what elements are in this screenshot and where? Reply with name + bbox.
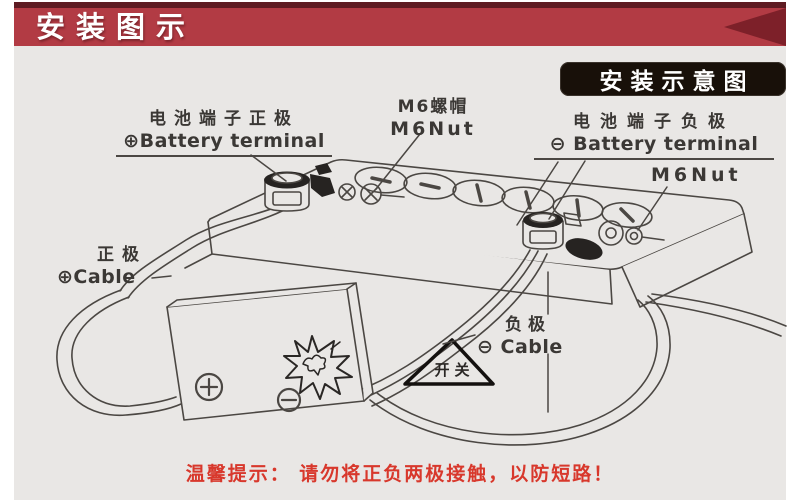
banner-top-stripe [14,2,786,8]
label-positive-cable: 正极 ⊕Cable [57,245,147,289]
warning-triangle [403,338,495,386]
battery-cell-caps [354,166,653,229]
label-negative-cable-en: ⊖ Cable [477,336,563,358]
leader-lines [151,133,668,413]
label-positive-terminal: 电池端子正极 ⊕Battery terminal [116,109,332,157]
label-negative-cable-cn: 负极 [505,315,551,335]
positive-cable [56,196,300,416]
junction-box [166,282,374,421]
label-negative-cable: 负极 ⊖ Cable [477,315,563,359]
label-negative-terminal-cn: 电池端子负极 [573,112,735,132]
label-positive-terminal-cn: 电池端子正极 [149,109,299,129]
label-m6-nut-top-en: M6Nut [390,118,476,140]
label-switch: 开关 [434,361,475,379]
header-banner: 安装图示 [14,2,786,46]
minus-symbol-icon [276,387,302,413]
banner-arrow-icon [724,8,786,46]
label-negative-terminal: 电池端子负极 ⊖ Battery terminal [534,112,774,160]
cable-loops [369,293,787,446]
spark-icon [283,335,353,400]
page-title: 安装图示 [36,10,197,44]
label-m6-nut-right: M6Nut [651,164,742,187]
label-negative-terminal-en: ⊖ Battery terminal [549,133,759,155]
warning-text: 温馨提示： 请勿将正负两极接触，以防短路！ [185,463,615,485]
label-m6-nut-top: M6螺帽 M6Nut [383,97,483,141]
positive-terminal [264,163,405,212]
label-positive-terminal-en: ⊕Battery terminal [123,130,325,152]
banner-bar [14,8,786,46]
label-m6-nut-top-cn: M6螺帽 [397,97,469,117]
label-m6-nut-right-text: M6Nut [651,164,742,186]
label-positive-cable-cn: 正极 [97,245,147,265]
label-positive-cable-en: ⊕Cable [57,266,136,288]
schematic-badge: 安装示意图 [560,62,786,96]
schematic-badge-label: 安装示意图 [599,69,755,95]
negative-terminal [522,212,665,260]
plus-symbol-icon [194,372,224,402]
